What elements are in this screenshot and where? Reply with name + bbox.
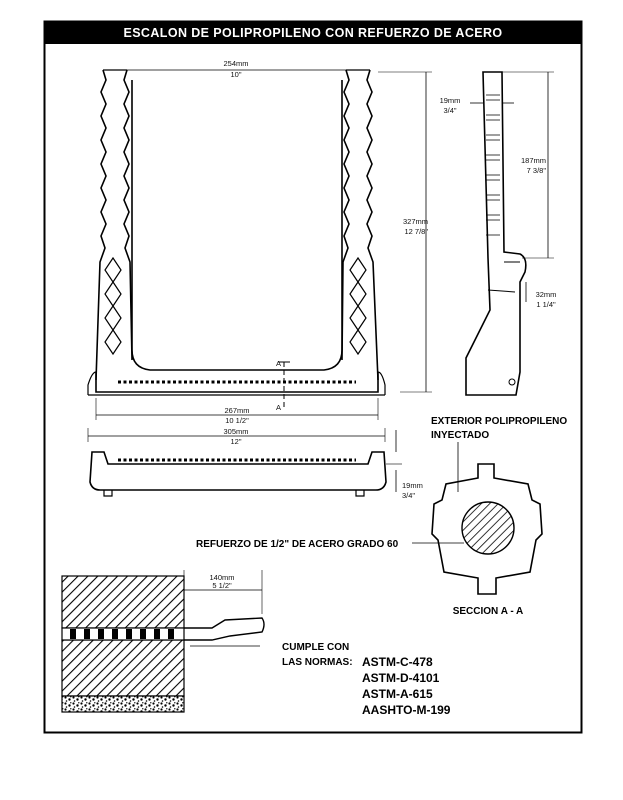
front-view: A A 254mm 10" 267mm 10 1/2" 305mm 12" 32… <box>87 59 432 446</box>
side-profile <box>465 71 527 396</box>
front-left-diamonds <box>104 256 122 356</box>
standards-line1: CUMPLE CON <box>282 642 349 653</box>
standards-line2: LAS NORMAS: <box>282 657 353 668</box>
steel-rebar <box>461 501 515 555</box>
front-right-leg <box>341 69 379 381</box>
section-outline <box>431 463 543 595</box>
dim-inner-width-mm: 254mm <box>223 59 248 68</box>
dim-thickness-mm: 19mm <box>440 96 461 105</box>
title-bar <box>44 21 582 44</box>
section-mark-bottom: A <box>276 403 281 412</box>
dim-outer-width-in: 12" <box>230 437 241 446</box>
section-caption: SECCION A - A <box>453 606 524 617</box>
standard-item: ASTM-C-478 <box>362 655 433 669</box>
dim-inner-width-in: 10" <box>230 70 241 79</box>
dim-embed-mm: 187mm <box>521 156 546 165</box>
install-step <box>184 617 265 641</box>
dim-tread-width-mm: 267mm <box>224 406 249 415</box>
standard-item: ASTM-D-4101 <box>362 671 440 685</box>
label-exterior-line2: INYECTADO <box>431 430 489 441</box>
dim-projection-in: 5 1/2" <box>212 581 232 590</box>
install-view: 140mm 5 1/2" <box>61 570 265 713</box>
front-base <box>95 372 379 393</box>
dim-depth-mm: 19mm <box>402 481 423 490</box>
dim-embed-in: 7 3/8" <box>527 166 547 175</box>
gravel-layer <box>61 695 185 713</box>
dim-projection-mm: 140mm <box>209 573 234 582</box>
side-view: 19mm 3/4" 187mm 7 3/8" 32mm 1 1/4" <box>440 71 557 396</box>
section-view: EXTERIOR POLIPROPILENO INYECTADO REFUERZ… <box>196 416 567 617</box>
dim-step-in: 1 1/4" <box>536 300 556 309</box>
front-left-leg <box>95 69 133 381</box>
section-mark-top: A <box>276 359 281 368</box>
front-right-diamonds <box>349 256 367 356</box>
bottom-outline <box>89 451 387 491</box>
dim-depth-in: 3/4" <box>402 491 415 500</box>
dim-height-in: 12 7/8" <box>404 227 428 236</box>
front-inner-u <box>131 80 343 371</box>
dim-thickness-in: 3/4" <box>443 106 456 115</box>
standards-block: CUMPLE CON LAS NORMAS: ASTM-C-478 ASTM-D… <box>282 642 451 717</box>
dim-height-mm: 327mm <box>403 217 428 226</box>
label-refuerzo: REFUERZO DE 1/2" DE ACERO GRADO 60 <box>196 539 399 550</box>
dim-outer-width-mm: 305mm <box>223 427 248 436</box>
standard-item: ASTM-A-615 <box>362 687 433 701</box>
dim-step-mm: 32mm <box>536 290 557 299</box>
dim-tread-width-in: 10 1/2" <box>225 416 249 425</box>
drawing-title: ESCALON DE POLIPROPILENO CON REFUERZO DE… <box>123 26 502 40</box>
label-exterior-line1: EXTERIOR POLIPROPILENO <box>431 416 567 427</box>
standard-item: AASHTO-M-199 <box>362 703 451 717</box>
bottom-view: 19mm 3/4" <box>89 430 423 500</box>
